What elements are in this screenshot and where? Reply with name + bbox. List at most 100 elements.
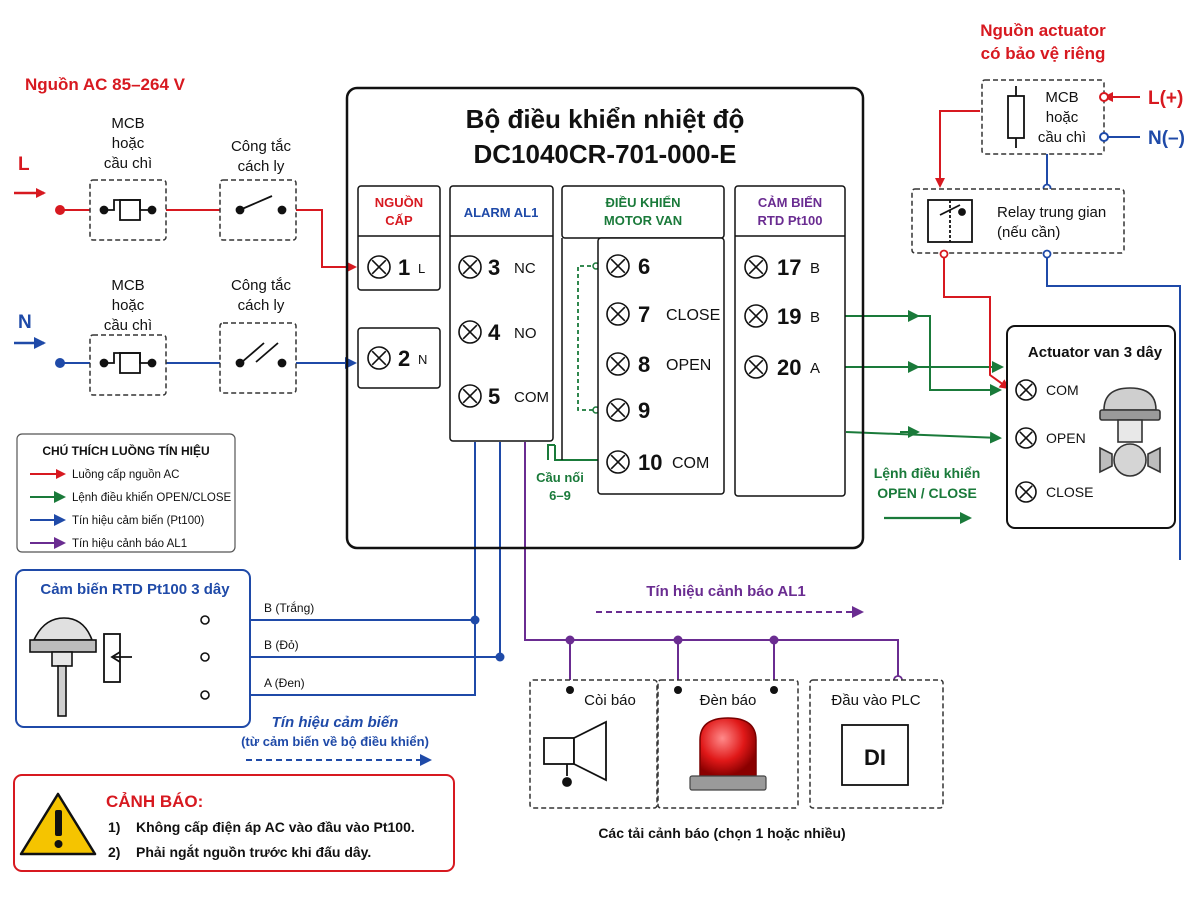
ac-line-l-wire bbox=[60, 209, 357, 272]
power-block-title-2: CẤP bbox=[385, 213, 413, 228]
terminal-t10-screw bbox=[606, 450, 630, 474]
actuator-terminal-close-screw bbox=[1015, 481, 1037, 503]
actuator-terminal-open-label: OPEN bbox=[1046, 430, 1086, 446]
terminal-t8-number: 8 bbox=[638, 352, 650, 377]
sensor-wire-2-label: B (Đỏ) bbox=[264, 638, 299, 652]
terminal-t2-number: 2 bbox=[398, 346, 410, 371]
mcb-l-line1: MCB bbox=[111, 115, 144, 132]
relay-line2: (nếu cần) bbox=[997, 224, 1060, 241]
terminal-t20-label: A bbox=[810, 360, 820, 377]
motor-block-title-1: ĐIỀU KHIỂN bbox=[605, 195, 680, 210]
terminal-t19-label: B bbox=[810, 309, 820, 326]
actuator-mcb-line2: hoặc bbox=[1046, 109, 1079, 126]
horn-label: Còi báo bbox=[584, 692, 636, 709]
sensor-junction-2 bbox=[495, 652, 505, 662]
motor-block-title-2: MOTOR VAN bbox=[604, 213, 682, 228]
actuator-box bbox=[1006, 325, 1176, 529]
switch-l-line2: cách ly bbox=[238, 158, 285, 175]
terminal-t2-label: N bbox=[418, 352, 427, 367]
relay-line1: Relay trung gian bbox=[997, 204, 1106, 221]
sensor-junction-1 bbox=[470, 615, 480, 625]
terminal-t4-label: NO bbox=[514, 325, 537, 342]
legend-item-1: Luồng cấp nguồn AC bbox=[72, 469, 179, 481]
rtd-block-frame bbox=[734, 185, 846, 497]
switch-n-line1: Công tắc bbox=[231, 277, 292, 294]
ac-node-n bbox=[55, 358, 65, 368]
legend-box bbox=[16, 433, 236, 553]
terminal-t3-number: 3 bbox=[488, 255, 500, 280]
actuator-fuse-icon bbox=[1007, 86, 1025, 148]
mcb-n-box bbox=[89, 334, 167, 396]
terminal-t7-label: CLOSE bbox=[666, 307, 720, 324]
lamp-top-node bbox=[674, 686, 682, 694]
sensor-wire-1-label: B (Trắng) bbox=[264, 600, 314, 615]
actuator-terminal-close-label: CLOSE bbox=[1046, 484, 1093, 500]
controller-frame bbox=[345, 86, 865, 550]
terminal-t20-number: 20 bbox=[777, 355, 801, 380]
terminal-t6-screw bbox=[606, 254, 630, 278]
actuator-supply-wires bbox=[935, 92, 1181, 560]
mcb-n-icon bbox=[99, 352, 157, 374]
terminal-t5-label: COM bbox=[514, 389, 549, 406]
terminal-t8-screw bbox=[606, 352, 630, 376]
rtd-block-title-1: CẢM BIẾN bbox=[758, 195, 822, 210]
mcb-l-box bbox=[89, 179, 167, 241]
plc-top-node bbox=[770, 686, 778, 694]
relay-node-l bbox=[939, 249, 949, 259]
terminal-t7-number: 7 bbox=[638, 302, 650, 327]
warning-item-1: Không cấp điện áp AC vào đầu vào Pt100. bbox=[136, 819, 415, 835]
actuator-label-l: L(+) bbox=[1148, 88, 1183, 109]
terminal-t17-label: B bbox=[810, 260, 820, 277]
lamp-label: Đèn báo bbox=[700, 692, 757, 709]
sensor-node-2 bbox=[200, 652, 210, 662]
terminal-t5-number: 5 bbox=[488, 384, 500, 409]
bridge-label-1: Cầu nối bbox=[536, 470, 584, 485]
motor-block-inner bbox=[597, 237, 725, 495]
terminal-t1-number: 1 bbox=[398, 255, 410, 280]
ac-source-title: Nguồn AC 85–264 V bbox=[25, 75, 186, 94]
actuator-terminal-open-screw bbox=[1015, 427, 1037, 449]
valve-icon bbox=[1099, 387, 1161, 477]
horn-icon bbox=[543, 720, 607, 787]
switch-n-box bbox=[219, 322, 297, 394]
terminal-t17-screw bbox=[744, 255, 768, 279]
mcb-n-line2: hoặc bbox=[112, 297, 145, 314]
terminal-t19-number: 19 bbox=[777, 304, 801, 329]
actuator-node-n bbox=[1099, 132, 1109, 142]
sensor-title: Cảm biến RTD Pt100 3 dây bbox=[40, 581, 230, 598]
terminal-t3-label: NC bbox=[514, 260, 536, 277]
alarm-block-title: ALARM AL1 bbox=[464, 205, 539, 220]
warning-box bbox=[13, 774, 455, 872]
actuator-label-n: N(–) bbox=[1148, 128, 1185, 149]
control-cmd-line2: OPEN / CLOSE bbox=[877, 485, 977, 501]
ac-node-l bbox=[55, 205, 65, 215]
legend-item-2: Lệnh điều khiển OPEN/CLOSE bbox=[72, 492, 232, 504]
terminal-t6-number: 6 bbox=[638, 254, 650, 279]
warning-icon bbox=[19, 792, 97, 856]
sensor-flow-2: (từ cảm biến về bộ điều khiển) bbox=[241, 734, 429, 749]
terminal-t8-label: OPEN bbox=[666, 357, 711, 374]
terminal-t9-screw bbox=[606, 398, 630, 422]
sensor-wire-3-label: A (Đen) bbox=[264, 676, 305, 690]
plc-di-box bbox=[841, 724, 909, 786]
switch-l-icon bbox=[235, 195, 287, 215]
warning-item-2: Phải ngắt nguồn trước khi đấu dây. bbox=[136, 843, 371, 860]
legend-items: Luồng cấp nguồn AC Lệnh điều khiển OPEN/C… bbox=[30, 469, 232, 550]
actuator-source-title-1: Nguồn actuator bbox=[980, 21, 1106, 40]
legend-item-4: Tín hiệu cảnh báo AL1 bbox=[72, 538, 187, 550]
terminal-t1-label: L bbox=[418, 261, 425, 276]
terminal-t10-label: COM bbox=[672, 455, 709, 472]
mcb-l-line3: cầu chì bbox=[104, 155, 152, 172]
relay-icon bbox=[927, 199, 973, 243]
power-block-frame-2 bbox=[357, 327, 441, 389]
controller-title-2: DC1040CR-701-000-E bbox=[473, 139, 736, 169]
ac-label-l: L bbox=[18, 154, 30, 175]
bridge-6-9-wire bbox=[577, 265, 598, 411]
lamp-icon bbox=[689, 717, 767, 791]
actuator-node-l bbox=[1099, 92, 1109, 102]
warning-title: CẢNH BÁO: bbox=[106, 792, 203, 811]
terminal-t2-screw bbox=[367, 346, 391, 370]
terminal-t17-number: 17 bbox=[777, 255, 801, 280]
sensor-node-3 bbox=[200, 690, 210, 700]
